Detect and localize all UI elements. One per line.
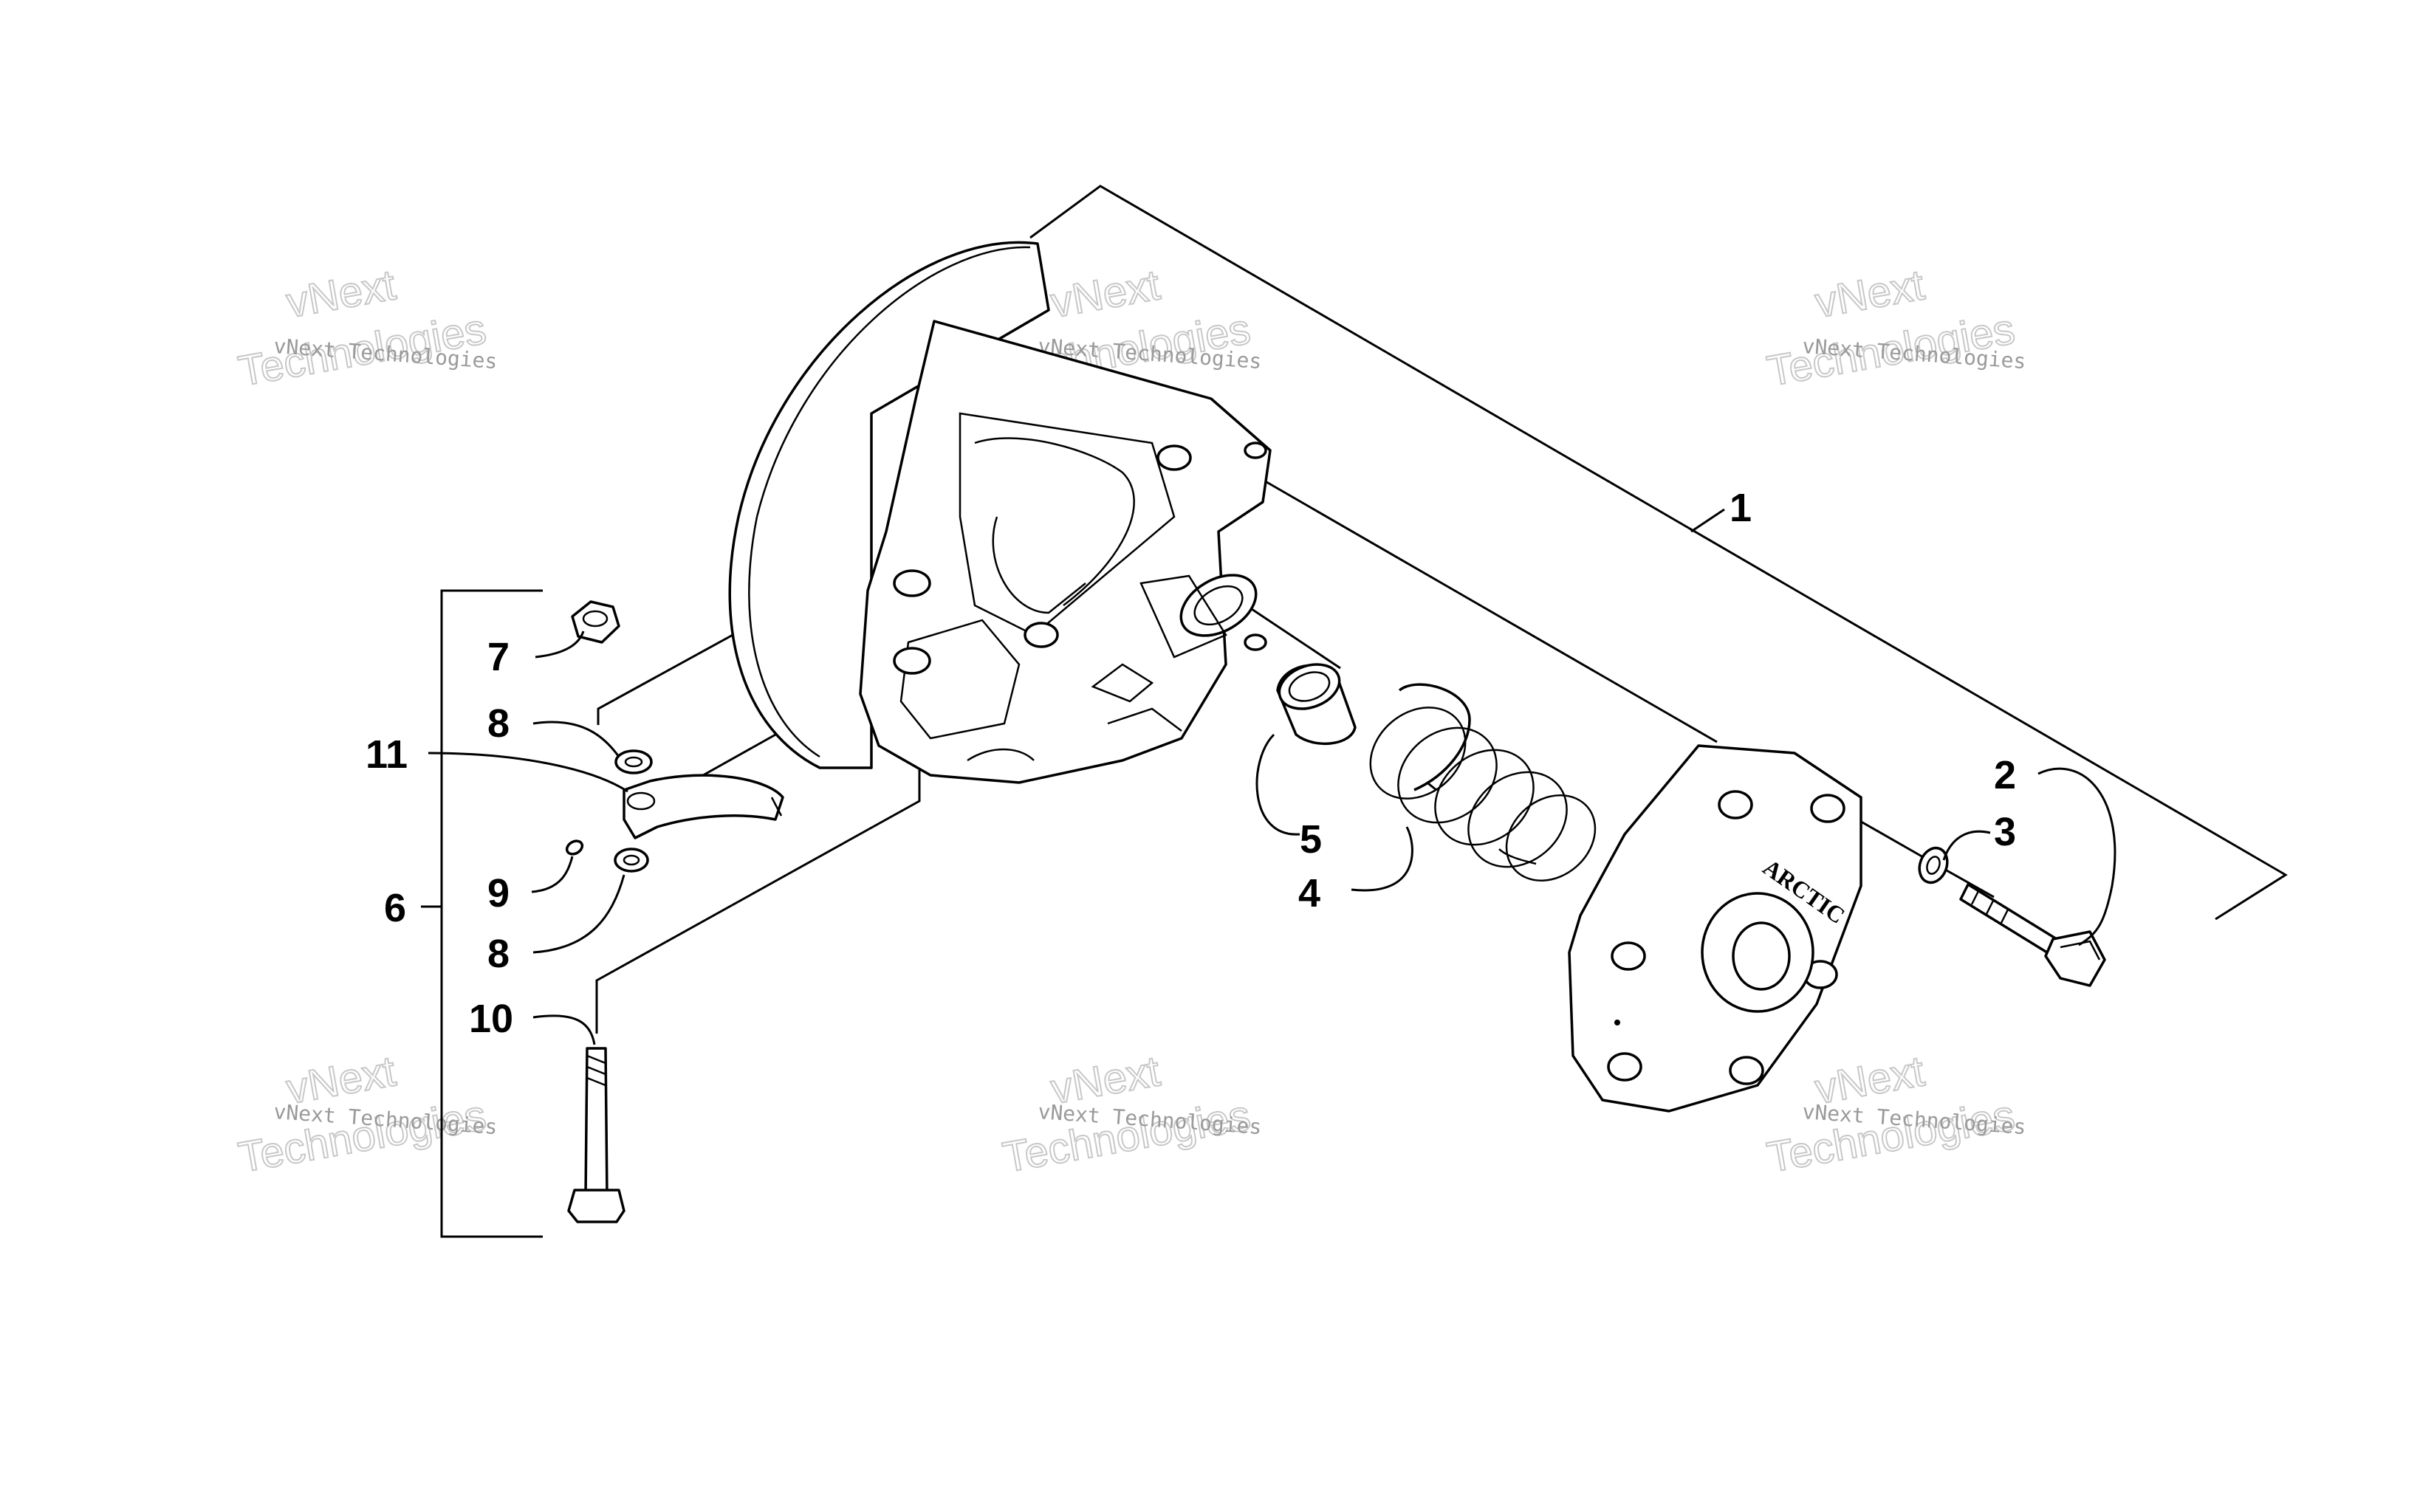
- part-10-pin-bolt: [567, 1047, 625, 1223]
- watermark-tech: Technologies: [1763, 1091, 2018, 1182]
- part-5-collar: [1276, 663, 1357, 745]
- part-4-spring: [1369, 683, 1597, 882]
- part-8-washer-top: [614, 749, 653, 774]
- callout-10: 10: [469, 997, 513, 1041]
- part-11-weight-arm: [623, 774, 784, 839]
- watermark-brand: vNext: [1047, 261, 1163, 327]
- watermark-tech: Technologies: [999, 1091, 1254, 1182]
- callout-3: 3: [1994, 810, 2016, 854]
- callout-8-bottom: 8: [487, 932, 510, 976]
- watermark-top-left: vNext Technologies: [234, 260, 490, 396]
- part-9-set-screw: [565, 839, 584, 856]
- part-3-washer: [1918, 846, 1949, 884]
- watermark-brand: vNext: [1811, 261, 1927, 327]
- callout-4: 4: [1298, 871, 1320, 915]
- callout-leaders: [428, 508, 2116, 1045]
- callout-1: 1: [1730, 486, 1752, 530]
- watermark-brand: vNext: [283, 261, 399, 327]
- callout-9: 9: [487, 871, 510, 915]
- callout-8-top: 8: [487, 701, 510, 746]
- cover-plate: ARCTIC: [1568, 744, 1862, 1113]
- primary-clutch-sheave: [728, 241, 1272, 784]
- part-2-bolt: [1959, 883, 2106, 987]
- part-7-nut: [571, 600, 620, 644]
- part-8-washer-bottom: [614, 848, 649, 873]
- callout-2: 2: [1994, 753, 2016, 797]
- watermark-tech: Technologies: [235, 1091, 490, 1182]
- watermark-top-right: vNext Technologies: [1763, 260, 2019, 396]
- callout-5: 5: [1300, 817, 1322, 862]
- group-bracket-6: [421, 589, 543, 1238]
- callout-7: 7: [487, 635, 510, 679]
- callout-labels: 1 2 3 4 5 6 7 8 9 8 10 11: [366, 486, 2016, 1041]
- callout-11: 11: [366, 732, 408, 777]
- callout-6: 6: [384, 886, 406, 930]
